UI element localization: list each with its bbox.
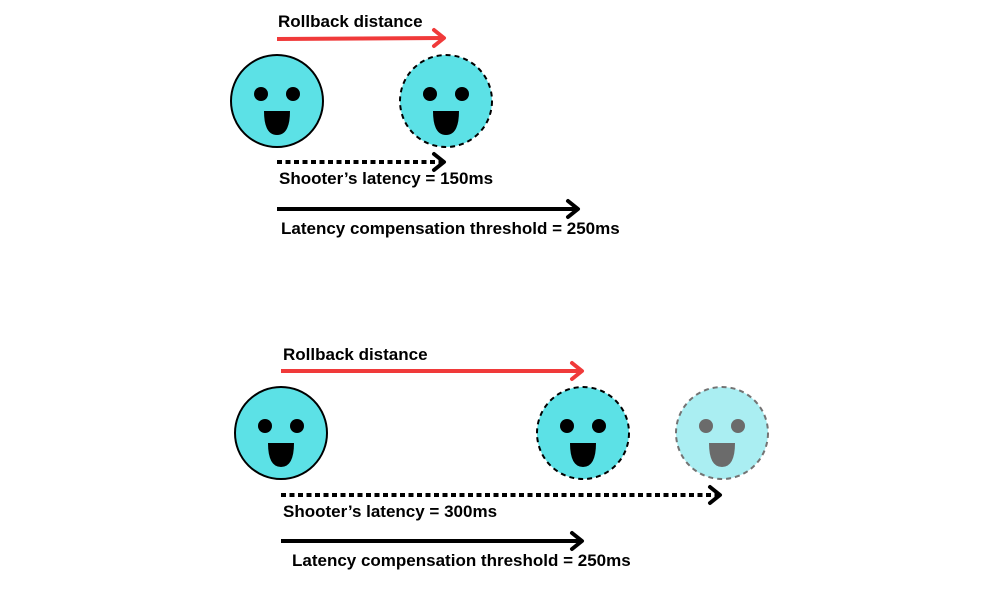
rollback-distance-label: Rollback distance xyxy=(278,12,423,31)
threshold-label: Latency compensation threshold = 250ms xyxy=(292,551,631,570)
shooter-latency-label: Shooter’s latency = 150ms xyxy=(279,169,493,188)
player-face-current xyxy=(234,386,328,480)
rollback-arrow xyxy=(276,28,446,48)
latency-dotted-arrow xyxy=(281,485,722,505)
threshold-label: Latency compensation threshold = 250ms xyxy=(281,219,620,238)
rollback-arrow xyxy=(281,361,584,381)
threshold-arrow xyxy=(281,531,584,551)
scenario-1: Rollback distance Shooter’s latency = 15… xyxy=(230,12,620,238)
player-face-faded xyxy=(675,386,769,480)
scenario-2: Rollback distance xyxy=(234,345,769,570)
threshold-arrow xyxy=(277,199,580,219)
player-face-current xyxy=(230,54,324,148)
shooter-latency-label: Shooter’s latency = 300ms xyxy=(283,502,497,521)
player-face-rolled-back xyxy=(399,54,493,148)
latency-dotted-arrow xyxy=(277,152,446,172)
rollback-distance-label: Rollback distance xyxy=(283,345,428,364)
player-face-rolled-back xyxy=(536,386,630,480)
